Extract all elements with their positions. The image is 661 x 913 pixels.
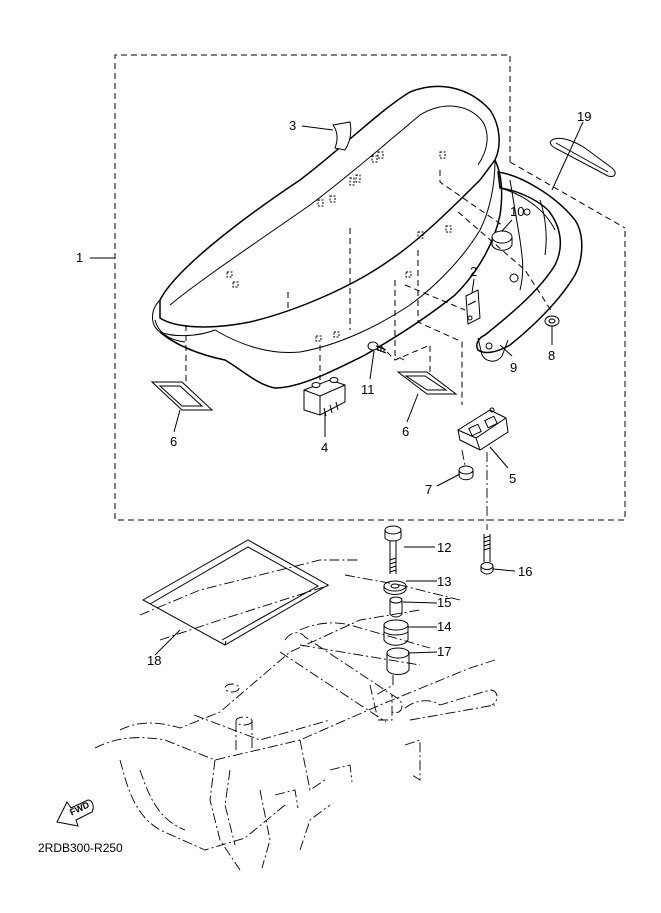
callout-8: 8: [548, 348, 555, 363]
nut-8: [544, 315, 560, 327]
callout-15: 15: [437, 595, 451, 610]
sheet-18: [141, 539, 330, 646]
callout-12: 12: [437, 540, 451, 555]
callout-9: 9: [510, 360, 517, 375]
callout-17: 17: [437, 644, 451, 659]
frame: [94, 559, 498, 871]
callout-4: 4: [321, 440, 328, 455]
bracket-4: [303, 377, 346, 417]
callout-6-right: 6: [402, 424, 409, 439]
callout-16: 16: [518, 564, 532, 579]
callout-10: 10: [510, 204, 524, 219]
pad-6-right: [396, 371, 458, 395]
collar-15: [389, 596, 403, 618]
callout-14: 14: [437, 619, 451, 634]
leader-lines: [90, 121, 584, 696]
emblem-strip: [549, 137, 616, 177]
callout-2: 2: [470, 264, 477, 279]
callout-18: 18: [147, 653, 161, 668]
callout-11: 11: [361, 382, 375, 397]
seat-cowl: [476, 171, 583, 362]
drawing-code: 2RDB300-R250: [38, 841, 123, 855]
lock-bracket-5: [457, 407, 509, 451]
grommet-7: [458, 465, 474, 481]
seat: [152, 85, 503, 389]
label-tag-3: [332, 121, 352, 151]
callout-13: 13: [437, 574, 451, 589]
callout-labels: 1 2 3 4 5 6 6 7 8 9 10 11 12 13 14 15 16…: [76, 109, 591, 668]
damper-14: [383, 619, 409, 646]
callout-5: 5: [509, 471, 516, 486]
callout-7: 7: [425, 482, 432, 497]
bolt-16: [480, 534, 494, 575]
assembly-boundary: [114, 54, 626, 521]
clip-2: [465, 289, 481, 325]
callout-3: 3: [289, 118, 296, 133]
callout-6-left: 6: [170, 434, 177, 449]
callout-1: 1: [76, 250, 83, 265]
bolt-12: [384, 525, 402, 574]
pad-6-left: [150, 381, 214, 411]
fwd-arrow-icon: FWD: [56, 799, 94, 827]
callout-19: 19: [577, 109, 591, 124]
damper: [491, 230, 513, 251]
washer-13: [383, 580, 407, 595]
